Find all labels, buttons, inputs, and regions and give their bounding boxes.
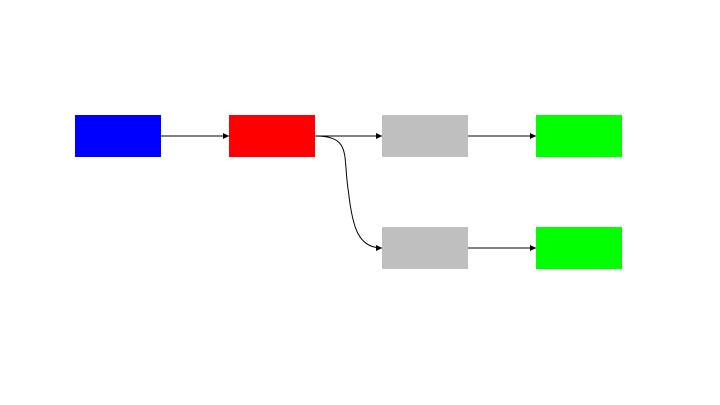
edge-n2-n5: [314, 135, 383, 251]
diagram-node-5: [382, 227, 468, 269]
diagram-node-6: [536, 227, 622, 269]
diagram-node-1: [75, 115, 161, 157]
nodes-layer: [75, 115, 622, 269]
diagram-node-3: [382, 115, 468, 157]
edges-layer: [161, 133, 536, 251]
diagram-node-2: [229, 115, 315, 157]
diagram-node-4: [536, 115, 622, 157]
